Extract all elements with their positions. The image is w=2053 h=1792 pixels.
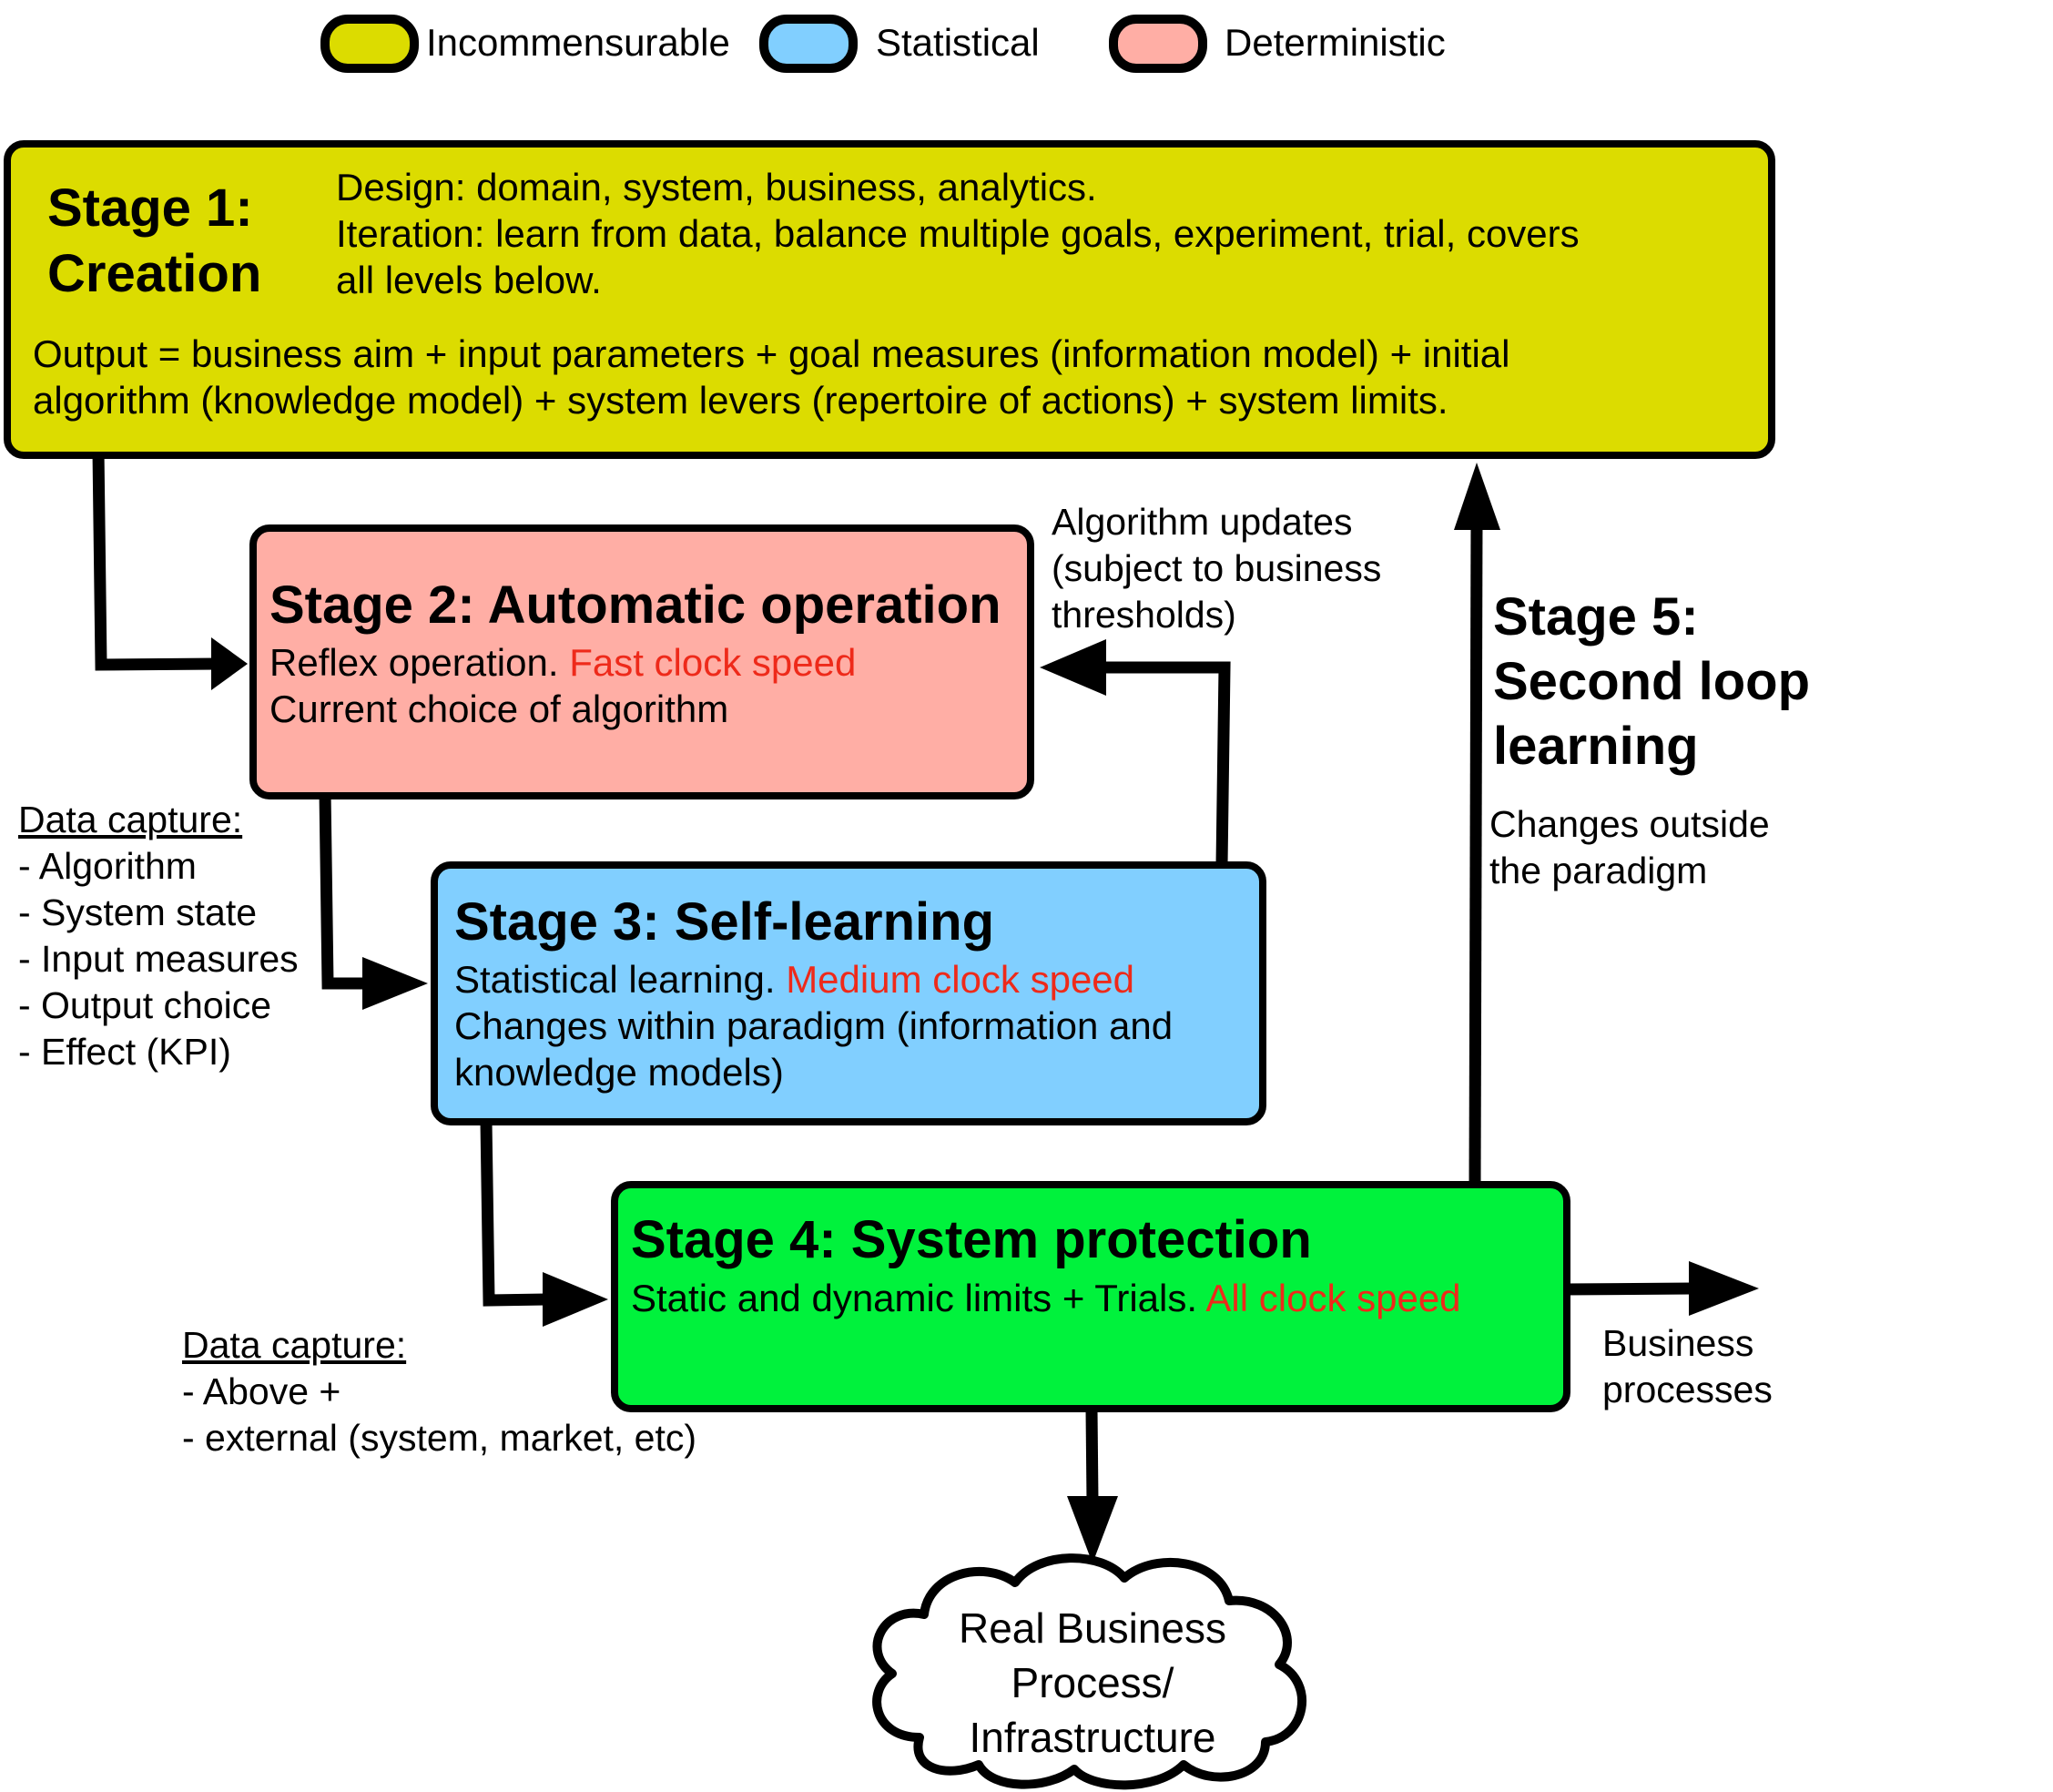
arrow-stage3-to-stage4 [480, 1121, 547, 1307]
data-capture-2-item: - external (system, market, etc) [182, 1417, 697, 1459]
data-capture-1-item: - System state [18, 891, 258, 933]
stage1-output-line2: algorithm (knowledge model) + system lev… [33, 379, 1448, 422]
data-capture-1-item: - Output choice [18, 984, 272, 1026]
stage1-title-line1: Stage 1: [47, 178, 253, 238]
algorithm-updates-line2: (subject to business [1052, 547, 1382, 589]
arrowhead-cloud [1067, 1496, 1118, 1563]
stage3-line1: Statistical learning. Medium clock speed [454, 956, 1134, 1003]
stage5-title-line2: Second loop [1493, 652, 1810, 711]
stage2-box: Stage 2: Automatic operation Reflex oper… [249, 524, 1034, 799]
cloud-line1: Real Business [958, 1604, 1227, 1652]
stage3-clock-speed: Medium clock speed [786, 958, 1135, 1001]
arrow-stage3-to-stage2-updates [1083, 661, 1231, 866]
stage1-design: Design: domain, system, business, analyt… [336, 166, 1097, 209]
arrowhead-stage2 [211, 637, 248, 690]
arrowhead-stage3 [362, 957, 428, 1010]
stage4-line1: Static and dynamic limits + Trials. All … [631, 1275, 1461, 1321]
legend-swatch-deterministic [1109, 15, 1207, 73]
stage5-title-line1: Stage 5: [1493, 587, 1699, 647]
stage4-box: Stage 4: System protection Static and dy… [611, 1181, 1570, 1412]
arrowhead-stage1 [1454, 463, 1500, 530]
data-capture-2-item: - Above + [182, 1370, 341, 1412]
stage3-line2: Changes within paradigm (information and [454, 1004, 1174, 1047]
stage4-line1-text: Static and dynamic limits + Trials. [631, 1277, 1198, 1319]
data-capture-1-item: - Input measures [18, 938, 299, 980]
data-capture-1-item: - Algorithm [18, 845, 197, 887]
data-capture-1-heading: Data capture: [18, 799, 243, 840]
legend-label-deterministic: Deterministic [1225, 21, 1446, 64]
stage2-line2: Current choice of algorithm [269, 687, 729, 730]
stage1-iteration-line2: all levels below. [336, 259, 602, 301]
stage2-clock-speed: Fast clock speed [569, 641, 857, 684]
stage4-title: Stage 4: System protection [631, 1210, 1312, 1269]
cloud-line2: Process/ [1011, 1659, 1174, 1706]
legend-swatch-statistical [759, 15, 858, 73]
stage1-title-line2: Creation [47, 244, 262, 303]
legend-label-statistical: Statistical [876, 21, 1040, 64]
stage1-iteration-line1: Iteration: learn from data, balance mult… [336, 212, 1580, 255]
arrowhead-business [1689, 1261, 1759, 1316]
stage5-sub-line2: the paradigm [1489, 850, 1708, 891]
stage4-clock-speed: All clock speed [1205, 1277, 1461, 1319]
stage2-line1-text: Reflex operation. [269, 641, 559, 684]
arrow-stage4-to-cloud [1085, 1409, 1099, 1503]
data-capture-2-heading: Data capture: [182, 1324, 407, 1366]
business-processes-line1: Business [1602, 1322, 1754, 1364]
stage1-output-line1: Output = business aim + input parameters… [33, 332, 1510, 375]
stage5-sub-line1: Changes outside [1489, 803, 1770, 845]
stage5-title-line3: learning [1493, 717, 1699, 776]
business-processes-line2: processes [1602, 1369, 1773, 1410]
arrow-stage2-to-stage3 [319, 791, 369, 990]
stage3-title: Stage 3: Self-learning [454, 892, 995, 952]
algorithm-updates-line1: Algorithm updates [1052, 501, 1353, 543]
stage3-line3: knowledge models) [454, 1051, 784, 1094]
stage2-line1: Reflex operation. Fast clock speed [269, 639, 856, 686]
stage1-box: Stage 1: Creation Design: domain, system… [4, 140, 1775, 459]
algorithm-updates-line3: thresholds) [1052, 594, 1236, 636]
data-capture-1-item: - Effect (KPI) [18, 1031, 231, 1073]
cloud-line3: Infrastructure [969, 1714, 1216, 1761]
legend-swatch-incommensurable [320, 15, 419, 73]
stage3-box: Stage 3: Self-learning Statistical learn… [431, 861, 1266, 1125]
stage3-line1-text: Statistical learning. [454, 958, 776, 1001]
arrowhead-stage4 [543, 1272, 608, 1327]
arrow-stage1-to-stage2 [92, 450, 219, 671]
arrow-stage4-to-stage1 [1469, 518, 1483, 1186]
arrow-stage4-to-business [1563, 1282, 1694, 1296]
arrowhead-stage2-updates [1040, 639, 1106, 696]
cloud-shape [872, 1553, 1306, 1790]
stage2-title: Stage 2: Automatic operation [269, 575, 1001, 635]
legend-label-incommensurable: Incommensurable [426, 21, 730, 64]
